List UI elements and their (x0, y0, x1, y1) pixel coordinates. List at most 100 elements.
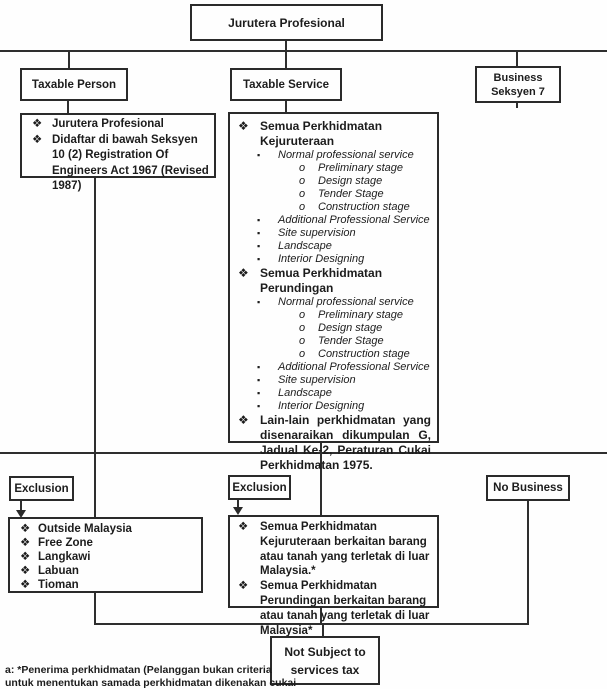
connector-to-taxable-person (68, 51, 70, 69)
list-item: ▪Site supervision (238, 374, 431, 387)
footnote-line1: a: *Penerima perkhidmatan (Pelanggan buk… (5, 664, 272, 676)
list-item-text: Site supervision (278, 374, 356, 386)
list-item: o Design stage (238, 175, 431, 188)
circle-bullet-icon: o (299, 175, 306, 187)
list-item-text: Free Zone (38, 536, 93, 549)
connector-person-to-detail (67, 100, 69, 114)
circle-bullet-icon: o (299, 188, 306, 200)
list-item-text: Additional Professional Service (278, 214, 430, 226)
node-label-line2: services tax (290, 662, 360, 677)
list-item-text: Lain-lain perkhidmatan yang disenaraikan… (260, 413, 431, 472)
list-item-text: Design stage (318, 322, 383, 334)
list-item-text: Interior Designing (278, 400, 365, 412)
list-item: ❖ Labuan (20, 565, 197, 579)
list-item: ❖Semua Perkhidmatan Perundingan (238, 266, 431, 296)
list-item: o Design stage (238, 322, 431, 335)
arrow-left-shaft (20, 500, 22, 511)
connector-service-long (320, 442, 322, 516)
connector-to-taxable-service (285, 51, 287, 69)
taxable-service-detail-box: ❖ Semua Perkhidmatan Kejuruteraan ▪ Normal … (228, 112, 439, 472)
list-item: ▪Landscape (238, 387, 431, 400)
square-bullet-icon: ▪ (257, 150, 261, 160)
list-item-text: Preliminary stage (318, 162, 403, 174)
connector-no-business-down (527, 500, 529, 625)
list-item-text: Additional Professional Service (278, 361, 430, 373)
connector-mid-lower-down (320, 607, 322, 625)
list-item-text: Construction stage (318, 201, 410, 213)
circle-bullet-icon: o (299, 309, 306, 321)
connector-service-to-detail (285, 100, 287, 113)
arrow-down-icon (16, 510, 26, 518)
list-item-text: Preliminary stage (318, 309, 403, 321)
connector-to-not-subject (322, 624, 324, 636)
list-item-text: Tender Stage (318, 188, 384, 200)
node-jurutera-profesional: Jurutera Profesional (190, 4, 383, 41)
list-item-text: Langkawi (38, 550, 91, 563)
node-business-seksyen-7: Business Seksyen 7 (475, 66, 561, 103)
list-item: ▪Interior Designing (238, 253, 431, 266)
node-label: Taxable Person (31, 78, 117, 91)
circle-bullet-icon: o (299, 348, 306, 360)
diamond-bullet-icon: ❖ (32, 118, 43, 130)
list-item-text: Semua Perkhidmatan Kejuruteraan berkaita… (260, 521, 430, 578)
diamond-bullet-icon: ❖ (20, 578, 31, 591)
list-item: ❖Jurutera Profesional (32, 117, 210, 133)
circle-bullet-icon: o (299, 335, 306, 347)
circle-bullet-icon: o (299, 201, 306, 213)
list-item-text: Labuan (38, 564, 79, 577)
list-item-text: Semua Perkhidmatan Perundingan berkaitan… (260, 580, 430, 637)
list-item: ❖ Semua Perkhidmatan Kejuruteraan berkait… (238, 520, 433, 579)
list-item-text: Tender Stage (318, 335, 384, 347)
connector-to-business (516, 51, 518, 67)
diamond-bullet-icon: ❖ (238, 119, 249, 133)
node-exclusion-mid: Exclusion (228, 475, 291, 500)
square-bullet-icon: ▪ (257, 388, 261, 398)
list-item: ❖Semua Perkhidmatan Perundingan berkaita… (238, 579, 433, 638)
connector-root-down (285, 40, 287, 51)
square-bullet-icon: ▪ (257, 297, 261, 307)
list-item: ❖ Semua Perkhidmatan Kejuruteraan (238, 119, 431, 149)
node-label: Exclusion (14, 482, 69, 495)
node-label: Taxable Service (242, 78, 330, 91)
circle-bullet-icon: o (299, 322, 306, 334)
node-no-business: No Business (486, 475, 570, 501)
square-bullet-icon: ▪ (257, 241, 261, 251)
node-taxable-person: Taxable Person (20, 68, 128, 101)
list-item-text: Didaftar di bawah Seksyen 10 (2) Registr… (52, 133, 209, 193)
square-bullet-icon: ▪ (257, 362, 261, 372)
divider-line (0, 452, 607, 454)
list-item: ❖Langkawi (20, 551, 197, 565)
list-item: ▪Interior Designing (238, 400, 431, 413)
diamond-bullet-icon: ❖ (238, 413, 249, 427)
diamond-bullet-icon: ❖ (238, 521, 249, 533)
list-item-text: Normal professional service (278, 296, 414, 308)
connector-business-stub (516, 102, 518, 108)
exclusion-left-detail-box: ❖Outside Malaysia❖Free Zone❖Langkawi❖Lab… (8, 517, 203, 593)
taxable-person-detail-box: ❖Jurutera Profesional❖ Didaftar di bawah … (20, 113, 216, 192)
diamond-bullet-icon: ❖ (20, 523, 31, 535)
node-label: No Business (493, 482, 563, 494)
list-item-text: Normal professional service (278, 149, 414, 161)
list-item: o Construction stage (238, 201, 431, 214)
list-item: ▪Landscape (238, 240, 431, 253)
node-label: Exclusion (232, 481, 287, 494)
diamond-bullet-icon: ❖ (20, 564, 31, 577)
diamond-bullet-icon: ❖ (32, 133, 43, 146)
list-item: o Preliminary stage (238, 309, 431, 322)
list-item: ▪ Additional Professional Service (238, 214, 431, 227)
connector-left-lower-down (94, 592, 96, 625)
list-item: ❖Free Zone (20, 537, 197, 551)
list-item-text: Site supervision (278, 227, 356, 239)
list-item-text: Design stage (318, 175, 383, 187)
footnote-line2-clipped: untuk menentukan samada perkhidmatan dik… (5, 677, 297, 689)
arrow-down-icon (233, 507, 243, 515)
square-bullet-icon: ▪ (257, 215, 261, 225)
square-bullet-icon: ▪ (257, 254, 261, 264)
node-not-subject-to-services-tax: Not Subject to services tax (270, 636, 380, 685)
node-label-line2: Seksyen 7 (491, 85, 545, 98)
list-item: ❖Tioman (20, 579, 197, 593)
list-item-text: Semua Perkhidmatan Kejuruteraan (260, 119, 383, 148)
